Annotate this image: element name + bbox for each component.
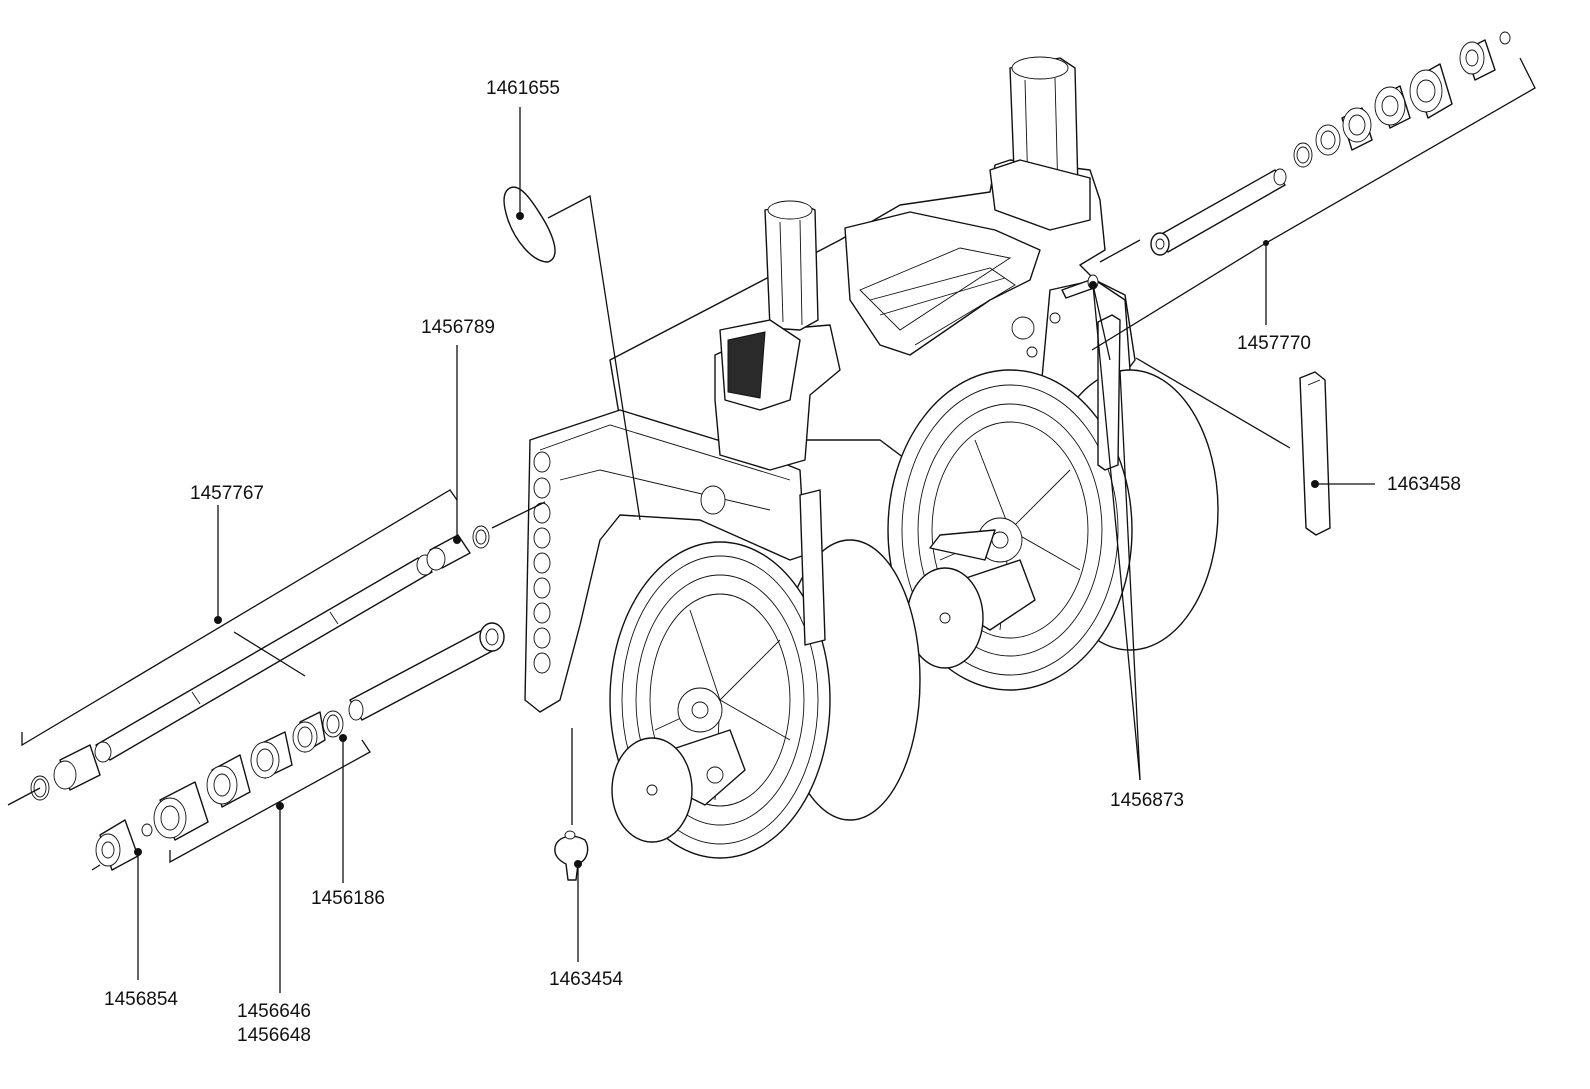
- label-1461655: 1461655: [486, 78, 560, 99]
- rear-right-wheel: [887, 369, 1219, 691]
- left-upright-post: [719, 200, 819, 411]
- label-1457767: 1457767: [190, 483, 264, 504]
- right-axle-assembly: [1150, 31, 1511, 256]
- leader-dots: [134, 212, 1319, 868]
- part-labels: 1461655 1456789 1457767 1457770 1463458 …: [104, 78, 1461, 1046]
- label-1456789: 1456789: [421, 317, 495, 338]
- label-1463454: 1463454: [549, 969, 623, 990]
- cover-strip-1463458: [1299, 371, 1331, 536]
- label-1456186: 1456186: [311, 888, 385, 909]
- adjustment-hole-column: [533, 451, 551, 674]
- right-upright-post: [989, 56, 1091, 231]
- leader-lines: [7, 57, 1536, 993]
- badge-1461655: [503, 186, 556, 263]
- label-1463458: 1463458: [1387, 474, 1461, 495]
- label-1457770: 1457770: [1237, 333, 1311, 354]
- label-1456648: 1456648: [237, 1025, 311, 1046]
- label-1456646: 1456646: [237, 1001, 311, 1022]
- front-left-wheel: [609, 489, 921, 859]
- label-1456854: 1456854: [104, 989, 178, 1010]
- left-axle-assembly: [30, 525, 505, 871]
- label-1456873: 1456873: [1110, 790, 1184, 811]
- foot-1463454: [554, 830, 589, 881]
